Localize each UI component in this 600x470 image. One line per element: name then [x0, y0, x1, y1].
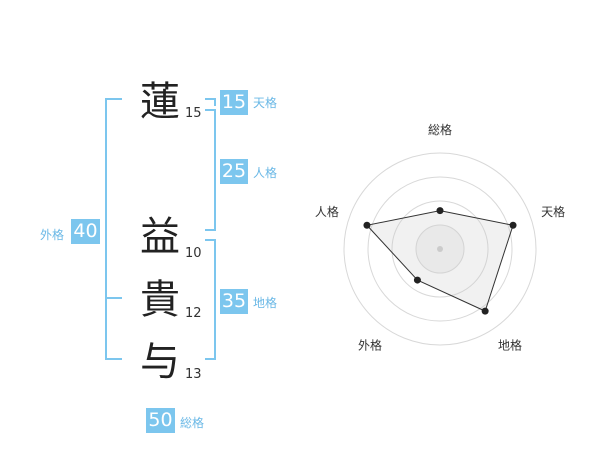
radar-ring-4	[343, 152, 537, 346]
radar-axis-label-5: 人格	[315, 204, 339, 219]
name-char-3: 貴	[140, 277, 180, 323]
gaikaku-score-box: 40	[71, 219, 100, 244]
radar-ring-2	[391, 200, 489, 298]
jinkaku-score-box: 25	[220, 159, 248, 184]
tenkaku-label: 天格	[253, 96, 278, 110]
radar-axis-label-2: 天格	[541, 204, 565, 219]
name-char-4: 与	[140, 339, 180, 385]
radar-axis-label-4: 外格	[358, 337, 382, 352]
radar-point-3	[481, 307, 489, 315]
gaikaku-label: 外格	[40, 228, 65, 242]
gaikaku-bracket	[105, 98, 122, 360]
soukaku-score-box: 50	[146, 408, 175, 433]
name-char-1: 蓮	[140, 79, 180, 125]
tenkaku-bracket	[205, 98, 216, 106]
radar-center-dot	[437, 246, 443, 252]
stroke-count-2: 10	[185, 246, 202, 261]
stroke-count-1: 15	[185, 106, 202, 121]
soukaku-label: 総格	[180, 416, 205, 430]
chikaku-label: 地格	[253, 296, 278, 310]
stroke-count-4: 13	[185, 367, 202, 382]
chikaku-bracket	[205, 239, 216, 360]
radar-axis-label-3: 地格	[498, 337, 522, 352]
radar-value-polygon	[365, 210, 514, 312]
radar-point-5	[363, 221, 371, 229]
radar-axis-label-1: 総格	[428, 122, 452, 137]
jinkaku-label: 人格	[253, 166, 278, 180]
tenkaku-score-box: 15	[220, 90, 248, 115]
radar-point-4	[413, 276, 421, 284]
jinkaku-bracket	[205, 109, 216, 231]
name-char-2: 益	[140, 214, 180, 260]
gaikaku-bracket-divider	[105, 297, 122, 299]
radar-point-1	[436, 207, 444, 215]
chikaku-score-box: 35	[220, 289, 248, 314]
radar-ring-3	[367, 176, 513, 322]
stroke-count-3: 12	[185, 306, 202, 321]
radar-point-2	[509, 221, 517, 229]
